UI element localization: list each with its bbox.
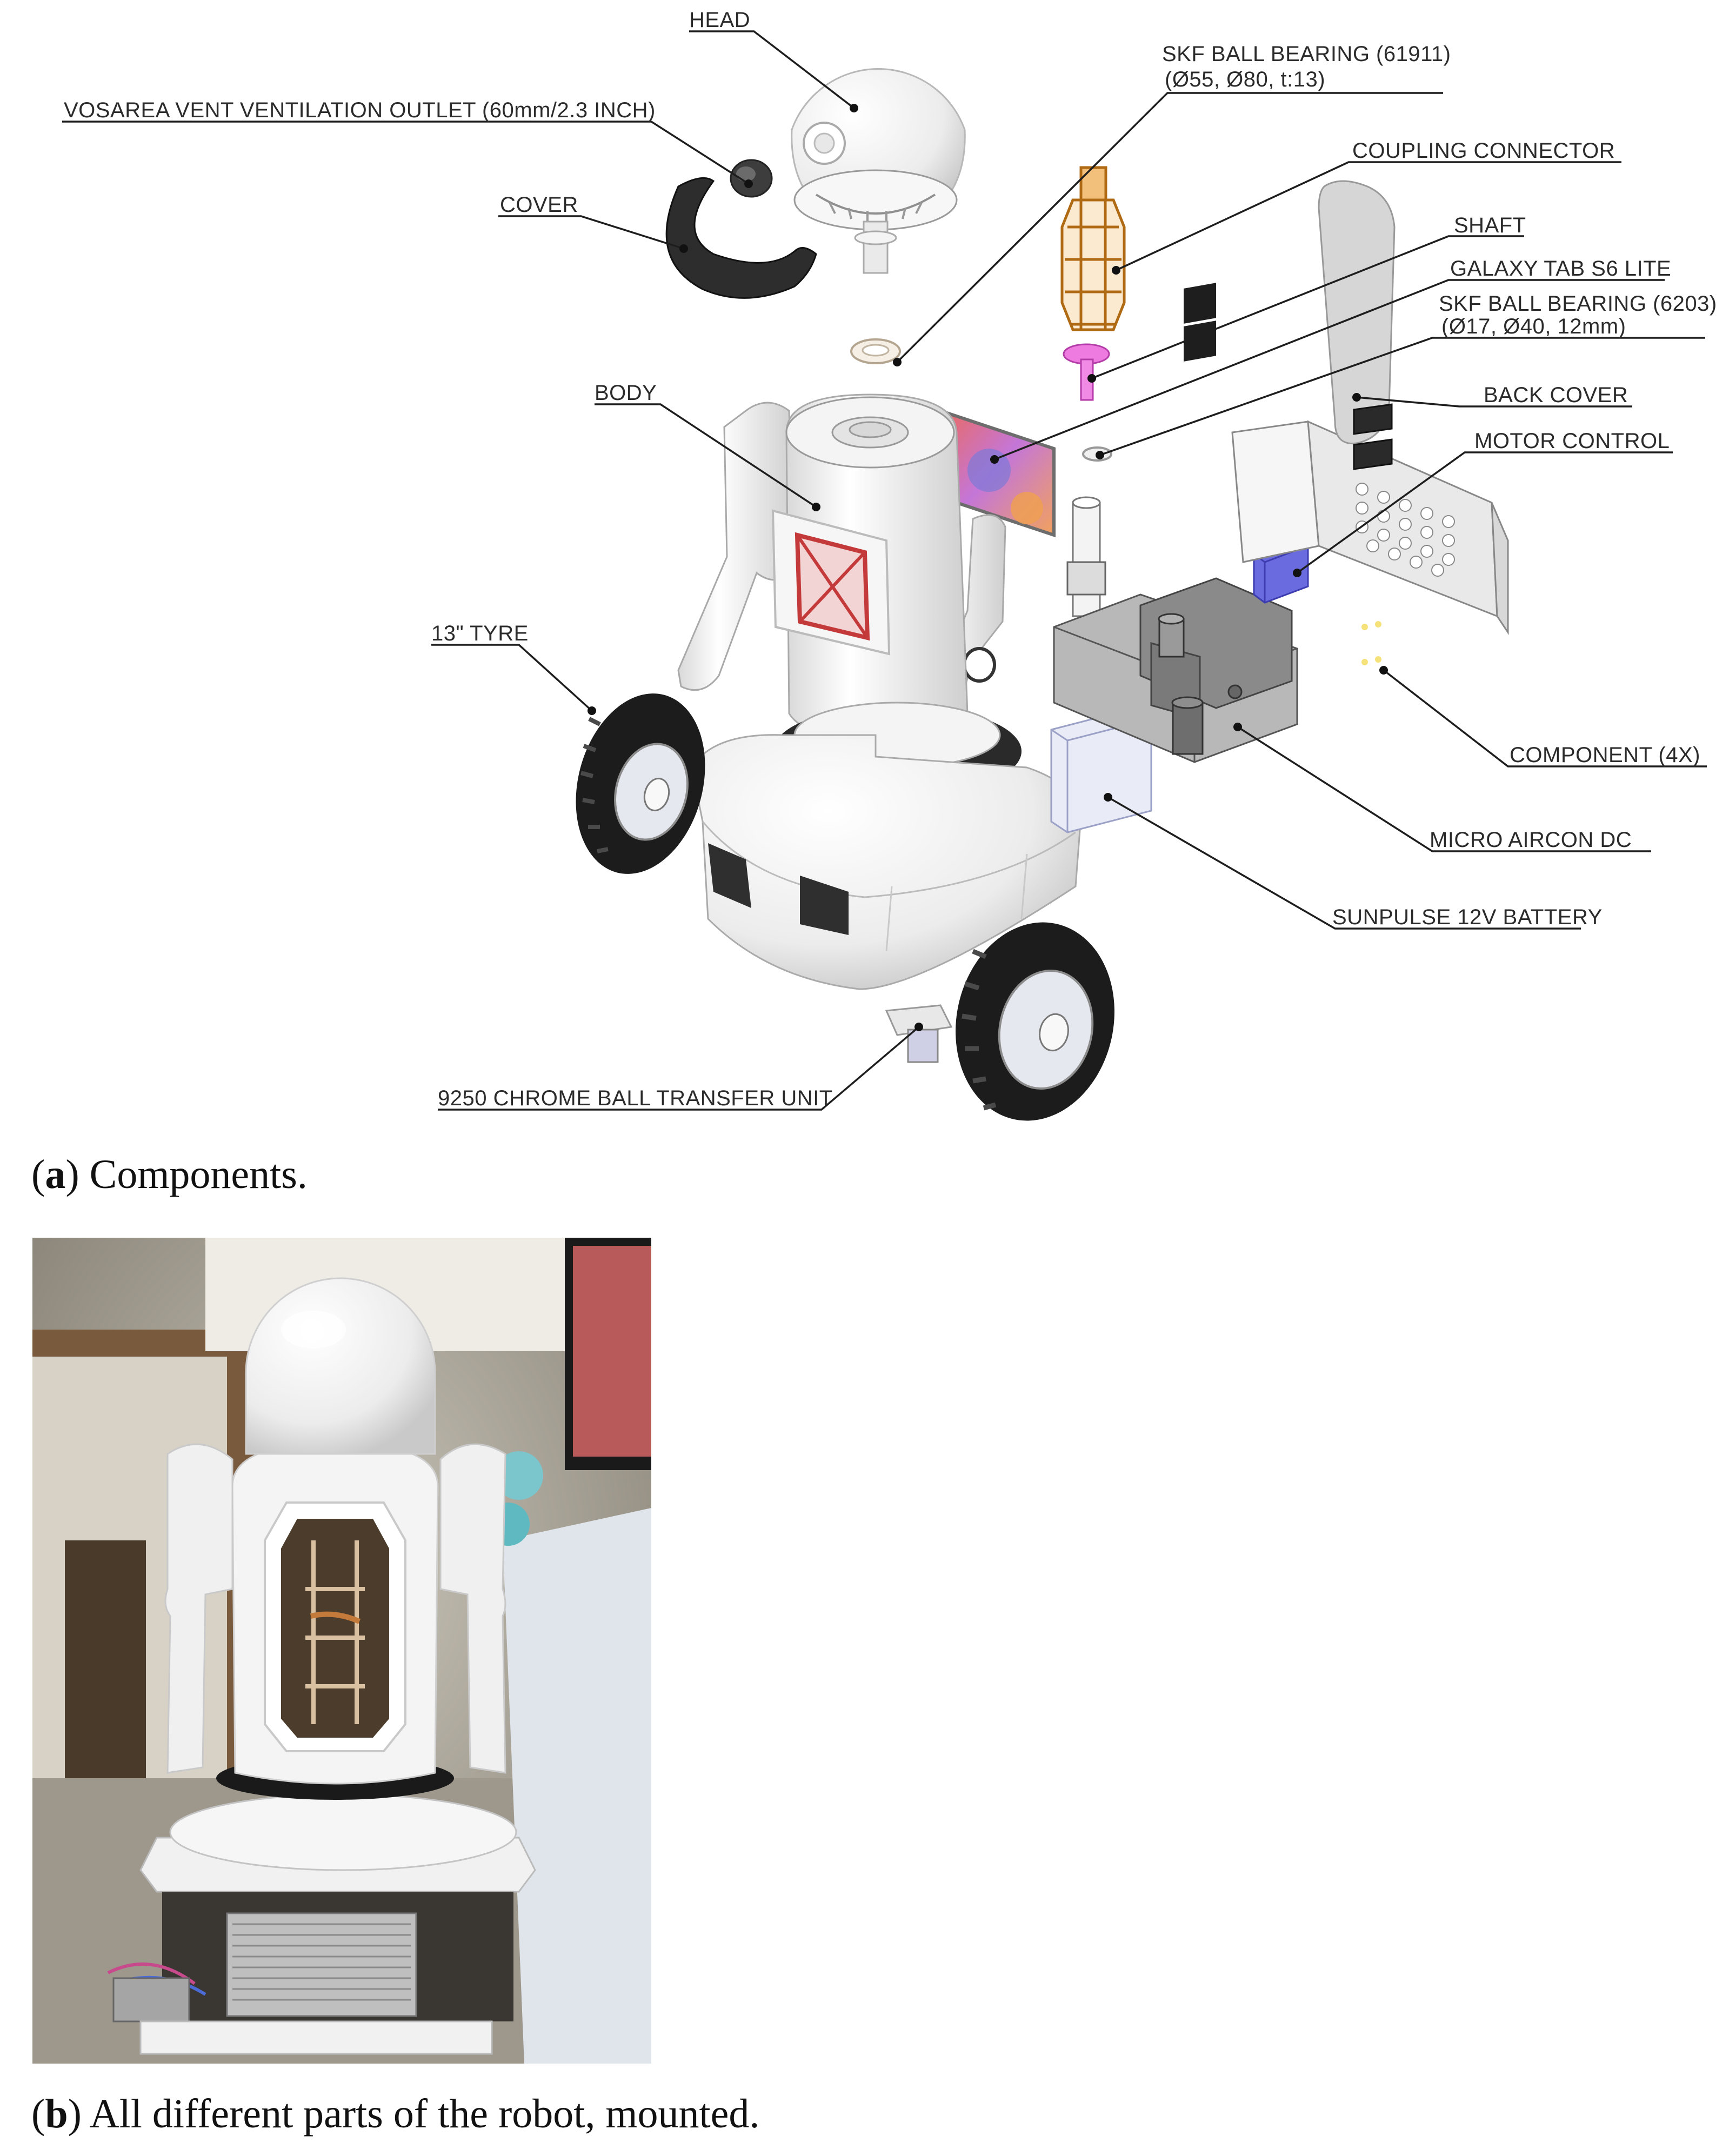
leader-bearing-6203-dot <box>1096 451 1104 459</box>
leader-motor-control <box>1296 451 1673 574</box>
label-aircon: MICRO AIRCON DC <box>1430 828 1632 852</box>
caption-b-letter: b <box>45 2091 68 2137</box>
label-tyre: 13" TYRE <box>431 622 529 645</box>
leader-back-cover <box>1356 396 1632 408</box>
leader-shaft <box>1091 235 1524 379</box>
leader-head-dot <box>850 104 858 112</box>
caption-a-letter: a <box>45 1152 66 1197</box>
label-galaxy: GALAXY TAB S6 LITE <box>1450 257 1671 281</box>
label-component: COMPONENT (4X) <box>1510 743 1700 767</box>
leader-ball-transfer-dot <box>914 1023 923 1031</box>
label-coupling: COUPLING CONNECTOR <box>1352 139 1615 163</box>
leader-cover <box>498 215 684 250</box>
leader-head <box>689 30 855 109</box>
leader-bearing-6203 <box>1099 337 1705 456</box>
leader-bearing-61911 <box>896 92 1443 363</box>
leader-coupling-dot <box>1112 266 1120 275</box>
leader-galaxy <box>994 279 1665 460</box>
label-bearing-61911-dims: (Ø55, Ø80, t:13) <box>1165 68 1325 91</box>
leader-aircon-dot <box>1233 723 1242 731</box>
caption-a: (a) Components. <box>31 1152 308 1197</box>
aircon-part <box>1053 577 1298 763</box>
ball-transfer-part <box>885 1004 953 1063</box>
label-ball-transfer: 9250 CHROME BALL TRANSFER UNIT <box>438 1086 833 1110</box>
cover-part <box>665 177 817 299</box>
leader-tyre-dot <box>588 706 596 715</box>
label-bearing-6203: SKF BALL BEARING (6203) <box>1439 292 1717 316</box>
body-part <box>677 393 1022 797</box>
label-bearing-61911: SKF BALL BEARING (61911) <box>1162 42 1451 66</box>
shaft-part <box>1063 343 1110 401</box>
vent-part <box>730 159 773 198</box>
leader-aircon <box>1237 726 1651 852</box>
label-back-cover: BACK COVER <box>1484 383 1628 407</box>
component-parts <box>1353 403 1393 665</box>
leader-vent <box>62 121 749 185</box>
label-shaft: SHAFT <box>1454 213 1526 237</box>
back-cover-frame-part <box>1231 420 1509 635</box>
leader-ball-transfer <box>438 1026 920 1111</box>
base-part <box>691 734 1082 990</box>
leader-bearing-61911-dot <box>893 358 902 366</box>
label-vent: VOSAREA VENT VENTILATION OUTLET (60mm/2.… <box>64 98 656 122</box>
leader-galaxy-dot <box>990 455 999 464</box>
bearing-61911-part <box>850 338 901 364</box>
label-bearing-6203-dims: (Ø17, Ø40, 12mm) <box>1441 315 1626 338</box>
robot-photo <box>32 1238 651 2064</box>
label-cover: COVER <box>500 193 578 217</box>
label-body: BODY <box>595 381 657 405</box>
leader-shaft-dot <box>1087 374 1096 383</box>
board-parts <box>1184 283 1216 362</box>
back-cover-part <box>1318 180 1396 444</box>
labels: HEAD SKF BALL BEARING (61911) (Ø55, Ø80,… <box>64 8 1717 1110</box>
robot-photo-drawing <box>32 1238 651 2064</box>
tyre-left-part <box>576 693 705 874</box>
coupling-part <box>1060 166 1126 331</box>
leader-tyre <box>431 644 593 712</box>
label-motor-control: MOTOR CONTROL <box>1474 429 1670 453</box>
label-battery: SUNPULSE 12V BATTERY <box>1332 905 1603 929</box>
caption-b-text: All different parts of the robot, mounte… <box>89 2091 760 2137</box>
leader-battery <box>1107 796 1581 930</box>
leader-back-cover-dot <box>1352 393 1361 402</box>
robot-drawing <box>576 68 1509 1121</box>
caption-a-text: Components. <box>89 1152 308 1197</box>
leader-battery-dot <box>1104 793 1112 802</box>
leader-motor-control-dot <box>1293 569 1301 577</box>
leader-component-dot <box>1379 666 1388 675</box>
leader-lines <box>62 30 1707 1111</box>
leader-body <box>595 403 817 508</box>
leader-coupling <box>1116 161 1621 271</box>
caption-b: (b) All different parts of the robot, mo… <box>31 2091 760 2137</box>
leader-cover-dot <box>679 244 688 253</box>
vertical-shaft-part <box>1066 496 1106 617</box>
galaxy-tab-part <box>947 411 1056 538</box>
leader-component <box>1383 669 1707 767</box>
tyre-right-part <box>956 922 1114 1121</box>
head-part <box>791 68 966 274</box>
label-head: HEAD <box>689 8 750 32</box>
leader-body-dot <box>812 503 820 511</box>
leader-vent-dot <box>744 179 753 188</box>
